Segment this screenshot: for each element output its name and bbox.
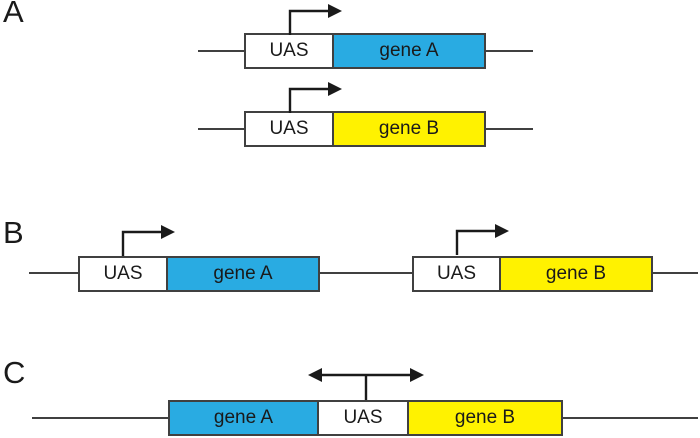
- panel-a-label: A: [3, 0, 24, 29]
- gene-a-box: gene A: [332, 33, 486, 69]
- gene-label: gene A: [379, 40, 439, 61]
- gene-b-box: gene B: [499, 256, 653, 292]
- dna-line-right: [486, 50, 533, 52]
- uas-label: UAS: [269, 40, 309, 61]
- gene-label: gene B: [454, 407, 516, 428]
- uas-label: UAS: [343, 407, 383, 428]
- gene-label: gene A: [213, 407, 274, 428]
- dna-connector-line: [320, 272, 412, 274]
- uas-box: UAS: [412, 256, 501, 292]
- promoter-arrow-icon: [455, 223, 511, 255]
- uas-label: UAS: [269, 118, 309, 139]
- gene-a-box: gene A: [168, 400, 319, 436]
- dna-line-right: [653, 272, 698, 274]
- uas-box: UAS: [244, 33, 334, 69]
- gene-a-box: gene A: [166, 256, 320, 292]
- panel-c-label: C: [3, 355, 26, 390]
- uas-box: UAS: [78, 256, 168, 292]
- uas-label: UAS: [103, 263, 143, 284]
- gene-label: gene B: [545, 263, 607, 284]
- panel-b-label: B: [3, 215, 24, 250]
- uas-box: UAS: [244, 111, 334, 147]
- dna-line-right: [486, 128, 533, 130]
- uas-box: UAS: [317, 400, 409, 436]
- promoter-arrow-icon: [121, 224, 177, 256]
- gene-b-box: gene B: [332, 111, 486, 147]
- gene-b-box: gene B: [407, 400, 563, 436]
- bidirectional-promoter-arrow-icon: [308, 367, 424, 400]
- dna-line-left: [32, 417, 168, 419]
- gene-label: gene A: [213, 263, 273, 284]
- promoter-arrow-icon: [288, 81, 344, 113]
- dna-line-right: [563, 417, 698, 419]
- promoter-arrow-icon: [288, 3, 344, 35]
- dna-line-left: [29, 272, 78, 274]
- gene-label: gene B: [378, 118, 440, 139]
- dna-line-left: [198, 50, 244, 52]
- dna-line-left: [198, 128, 244, 130]
- uas-label: UAS: [436, 263, 477, 284]
